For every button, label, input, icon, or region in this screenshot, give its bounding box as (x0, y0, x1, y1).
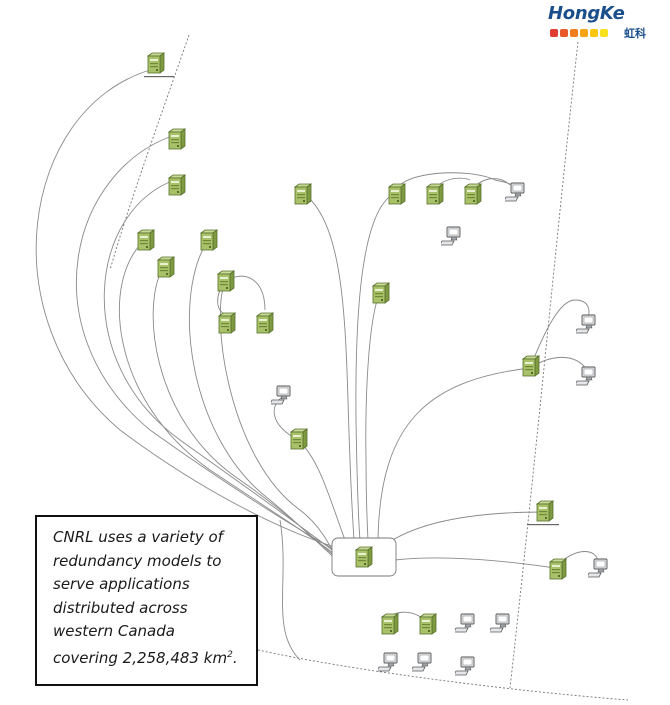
callout-line: CNRL uses a variety of (53, 528, 223, 546)
server-icon (388, 183, 406, 205)
server-icon (372, 282, 390, 304)
workstation-icon (455, 613, 475, 633)
logo-color-square (550, 29, 558, 37)
workstation-icon (576, 366, 596, 386)
logo-color-square (560, 29, 568, 37)
workstation-icon (490, 613, 510, 633)
server-icon (381, 613, 399, 635)
server-icon (218, 312, 236, 334)
server-icon (464, 183, 482, 205)
server-icon (355, 546, 373, 568)
server-label-line (527, 524, 559, 526)
workstation-icon (505, 182, 525, 202)
server-icon (217, 270, 235, 292)
workstation-icon (412, 652, 432, 672)
logo-color-square (580, 29, 588, 37)
hongke-logo: HongKe 虹科 (548, 3, 658, 41)
callout-superscript: 2 (227, 649, 233, 660)
boundary-line-west (109, 34, 190, 271)
workstation-icon (378, 652, 398, 672)
server-icon (168, 128, 186, 150)
callout-line: distributed across (53, 598, 188, 617)
workstation-icon (588, 558, 608, 578)
server-label-line (144, 76, 174, 78)
workstation-icon (271, 385, 291, 405)
callout-box: CNRL uses a variety of redundancy models… (35, 515, 258, 686)
logo-wordmark: HongKe (548, 3, 625, 24)
server-icon (157, 256, 175, 278)
servers (137, 52, 567, 635)
server-icon (426, 183, 444, 205)
boundary-line-east (509, 41, 579, 689)
boundary-line-south (257, 649, 629, 701)
workstation-icon (576, 314, 596, 334)
callout-line: redundancy models to (53, 551, 222, 570)
server-icon (419, 613, 437, 635)
callout-text: CNRL uses a variety of redundancy models… (53, 526, 242, 670)
connection-lines (35, 69, 599, 661)
server-icon (294, 183, 312, 205)
server-icon (522, 355, 540, 377)
callout-line: western Canada (53, 622, 175, 640)
workstations (271, 182, 608, 676)
logo-chinese-text: 虹科 (624, 27, 646, 40)
server-icon (137, 229, 155, 251)
server-icon (256, 312, 274, 334)
logo-color-square (600, 29, 608, 37)
workstation-icon (441, 226, 461, 246)
callout-line: covering 2,258,483 km (53, 648, 228, 667)
workstation-icon (455, 656, 475, 676)
server-icon (200, 229, 218, 251)
server-icon (290, 428, 308, 450)
callout-line: serve applications (53, 575, 190, 593)
server-icon (549, 558, 567, 580)
server-icon (536, 500, 554, 522)
logo-color-square (570, 29, 578, 37)
server-icon (168, 174, 186, 196)
server-icon (147, 52, 165, 74)
logo-color-square (590, 29, 598, 37)
callout-period: . (232, 648, 238, 667)
logo-color-bar (550, 29, 608, 37)
